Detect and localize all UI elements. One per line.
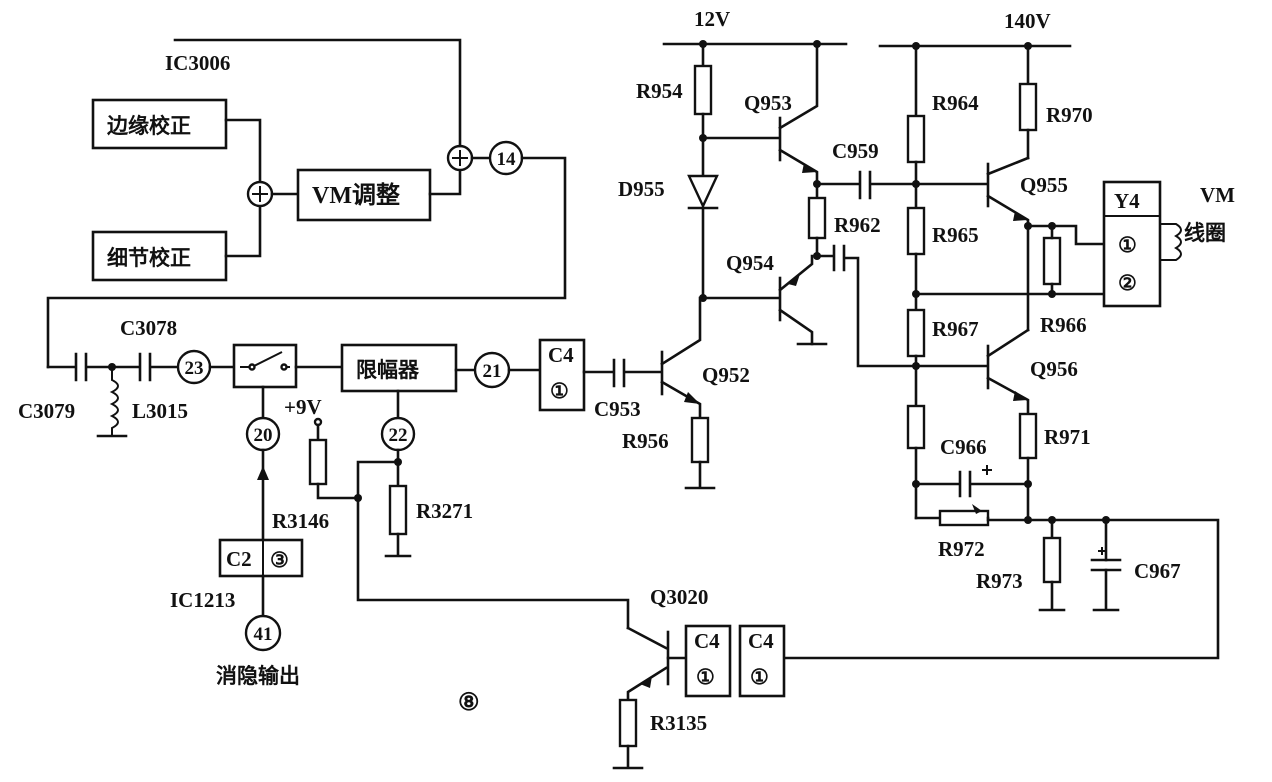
figure-number: ⑧ bbox=[458, 690, 480, 716]
y4-label: Y4 bbox=[1114, 189, 1140, 213]
rail-12v-label: 12V bbox=[694, 7, 730, 31]
r971-resistor bbox=[1018, 412, 1038, 460]
c4-connector-1 bbox=[538, 338, 586, 412]
r972-resistor bbox=[938, 509, 990, 527]
ic3006-label: IC3006 bbox=[165, 51, 230, 75]
r970-resistor bbox=[1018, 82, 1038, 132]
vm-adjust-label: VM调整 bbox=[312, 182, 400, 209]
vm-adjust-block bbox=[296, 168, 432, 222]
c3078-label: C3078 bbox=[120, 316, 177, 340]
node-41-label: 41 bbox=[254, 624, 273, 645]
limiter-label: 限幅器 bbox=[356, 358, 420, 382]
r970-label: R970 bbox=[1046, 103, 1093, 127]
c959-label: C959 bbox=[832, 139, 879, 163]
r962-resistor bbox=[807, 196, 827, 240]
c3079-label: C3079 bbox=[18, 399, 75, 423]
r973-resistor bbox=[1042, 536, 1062, 584]
y4-pin1: ① bbox=[1118, 233, 1137, 257]
r966-resistor bbox=[1042, 236, 1062, 286]
r965-resistor bbox=[906, 206, 926, 256]
r964-label: R964 bbox=[932, 91, 979, 115]
r3135-resistor bbox=[618, 698, 638, 748]
r956-resistor bbox=[690, 416, 710, 464]
q955-label: Q955 bbox=[1020, 173, 1068, 197]
edge-correction-label: 边缘校正 bbox=[107, 114, 191, 138]
r3271-resistor bbox=[388, 484, 408, 536]
c966-label: C966 bbox=[940, 435, 987, 459]
r954-resistor bbox=[693, 64, 713, 116]
r964-resistor bbox=[906, 114, 926, 164]
blanking-stage: Q3020 C4 ① C4 ① R3135 ⑧ bbox=[458, 585, 786, 770]
node-14-label: 14 bbox=[497, 149, 517, 170]
signal-chain: C3079 L3015 C3078 23 20 C2 ③ IC1213 41 消… bbox=[18, 316, 630, 688]
driver-stage: C4 ① C953 Q952 R956 12V R954 D955 bbox=[538, 7, 918, 490]
c4-connector-3 bbox=[738, 624, 786, 698]
r3146-label: R3146 bbox=[272, 509, 329, 533]
r965-label: R965 bbox=[932, 223, 979, 247]
c4-pin-1: ① bbox=[550, 379, 569, 403]
r962-label: R962 bbox=[834, 213, 881, 237]
c4-label-2: C4 bbox=[694, 629, 720, 653]
c953-label: C953 bbox=[594, 397, 641, 421]
ic1213-label: IC1213 bbox=[170, 588, 235, 612]
output-stage: 140V R964 R970 Q955 R966 R965 bbox=[778, 9, 1235, 660]
node-41 bbox=[244, 614, 282, 652]
plus9v-label: +9V bbox=[284, 395, 322, 419]
lower-resistor bbox=[906, 404, 926, 450]
edge-correction-block bbox=[91, 98, 228, 150]
c4-pin-2: ① bbox=[696, 665, 715, 689]
c4-label-1: C4 bbox=[548, 343, 574, 367]
r966-label: R966 bbox=[1040, 313, 1087, 337]
r967-label: R967 bbox=[932, 317, 979, 341]
l3015-label: L3015 bbox=[132, 399, 188, 423]
r967-resistor bbox=[906, 308, 926, 358]
c2-pin: ③ bbox=[270, 548, 289, 572]
r3135-label: R3135 bbox=[650, 711, 707, 735]
d955-label: D955 bbox=[618, 177, 665, 201]
vm-coil-label-2: 线圈 bbox=[1184, 221, 1226, 245]
r956-label: R956 bbox=[622, 429, 669, 453]
r973-label: R973 bbox=[976, 569, 1023, 593]
r954-label: R954 bbox=[636, 79, 683, 103]
q956-label: Q956 bbox=[1030, 357, 1078, 381]
r3271-label: R3271 bbox=[416, 499, 473, 523]
q954-label: Q954 bbox=[726, 251, 774, 275]
c2-label: C2 bbox=[226, 547, 252, 571]
c4-label-3: C4 bbox=[748, 629, 774, 653]
q952-label: Q952 bbox=[702, 363, 750, 387]
node-23-label: 23 bbox=[185, 358, 204, 379]
q3020-label: Q3020 bbox=[650, 585, 708, 609]
q953-label: Q953 bbox=[744, 91, 792, 115]
blank-output-label: 消隐输出 bbox=[216, 664, 300, 688]
r3146-resistor bbox=[308, 438, 328, 486]
r971-label: R971 bbox=[1044, 425, 1091, 449]
rail-140v-label: 140V bbox=[1004, 9, 1051, 33]
c967-label: C967 bbox=[1134, 559, 1181, 583]
node-20-label: 20 bbox=[254, 425, 273, 446]
ic3006-section: IC3006 边缘校正 细节校正 VM调整 14 bbox=[46, 38, 567, 369]
detail-correction-label: 细节校正 bbox=[107, 246, 191, 270]
r972-label: R972 bbox=[938, 537, 985, 561]
y4-connector bbox=[1102, 180, 1162, 308]
c2-connector bbox=[218, 538, 304, 578]
node-22-label: 22 bbox=[389, 425, 408, 446]
y4-pin2: ② bbox=[1118, 271, 1137, 295]
c4-connector-2 bbox=[684, 624, 732, 698]
vm-coil-label-1: VM bbox=[1200, 183, 1235, 207]
node-21-label: 21 bbox=[483, 361, 502, 382]
c4-pin-3: ① bbox=[750, 665, 769, 689]
